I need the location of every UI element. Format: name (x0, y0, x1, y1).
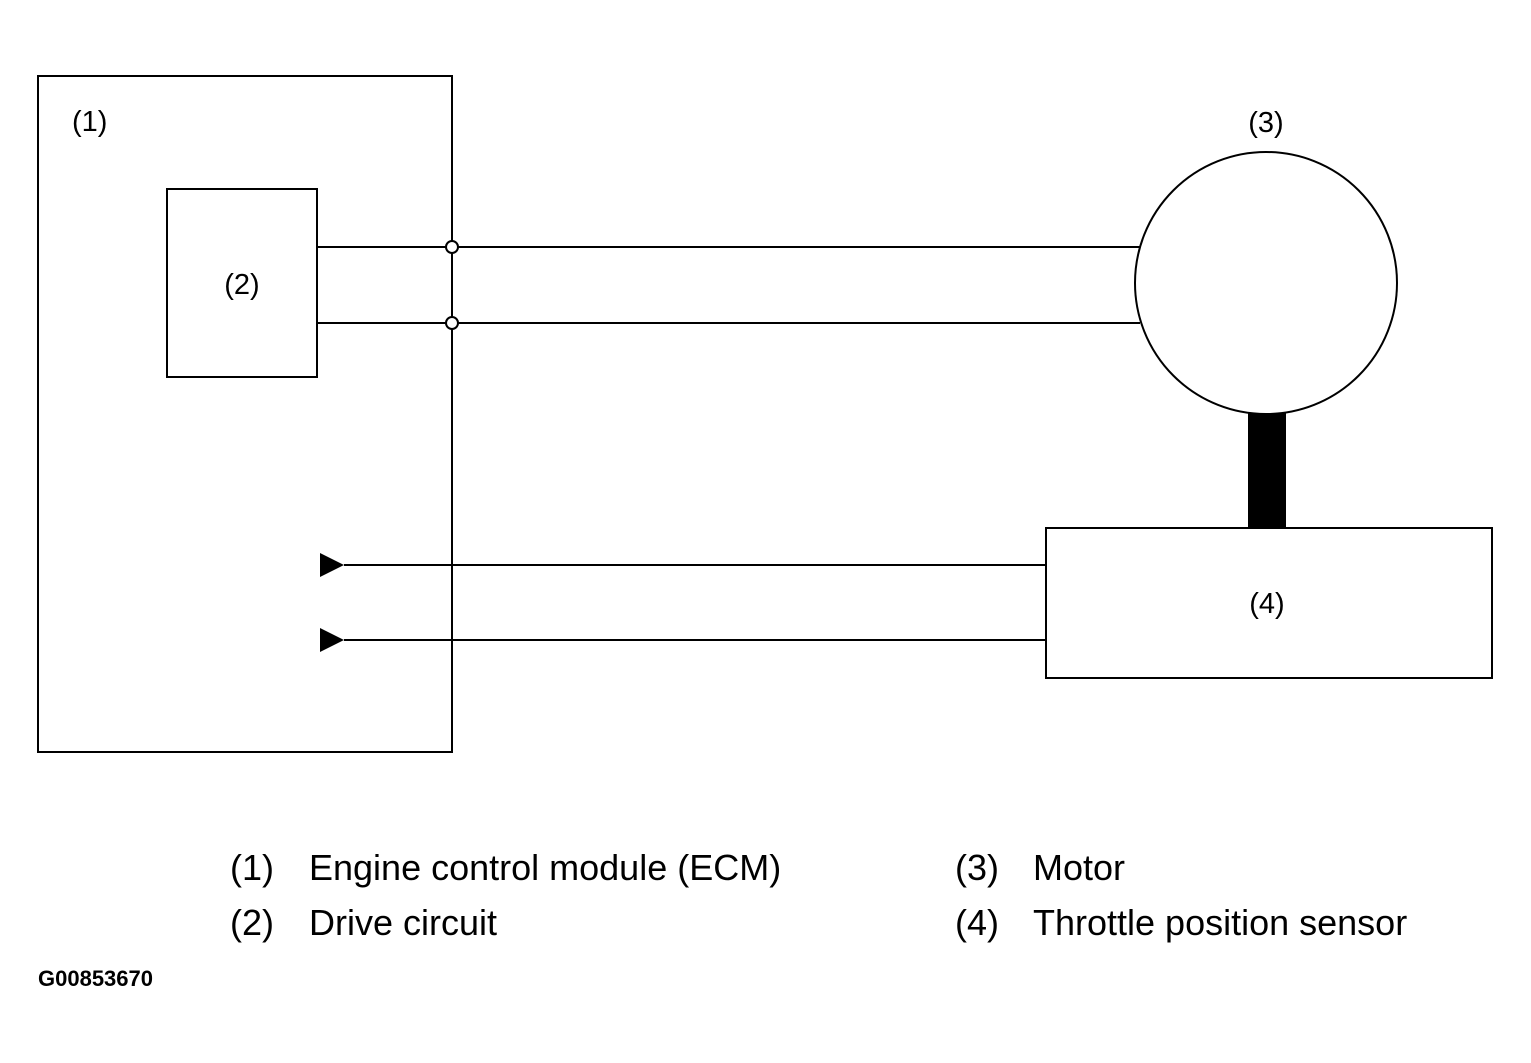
figure-id: G00853670 (38, 966, 153, 991)
tps-callout: (4) (1249, 588, 1284, 620)
motor-circle (1134, 151, 1398, 415)
connector-terminal-lower (445, 316, 459, 330)
legend-number-1: (1) (230, 847, 274, 888)
legend-number-4: (4) (955, 902, 999, 943)
ecm-callout: (1) (72, 106, 107, 138)
drive-circuit-box (166, 188, 318, 378)
legend-number-2: (2) (230, 902, 274, 943)
legend-label-3: Motor (1033, 847, 1125, 888)
throttle-position-sensor-box (1045, 527, 1493, 679)
legend-label-4: Throttle position sensor (1033, 902, 1407, 943)
motor-callout: (3) (1248, 107, 1283, 139)
drive-circuit-callout: (2) (224, 269, 259, 301)
legend-number-3: (3) (955, 847, 999, 888)
legend-label-1: Engine control module (ECM) (309, 847, 781, 888)
motor-shaft (1248, 413, 1286, 529)
connector-terminal-upper (445, 240, 459, 254)
ecm-box (37, 75, 453, 753)
legend-label-2: Drive circuit (309, 902, 497, 943)
legend: (1) Engine control module (ECM) (2) Driv… (230, 847, 1407, 943)
